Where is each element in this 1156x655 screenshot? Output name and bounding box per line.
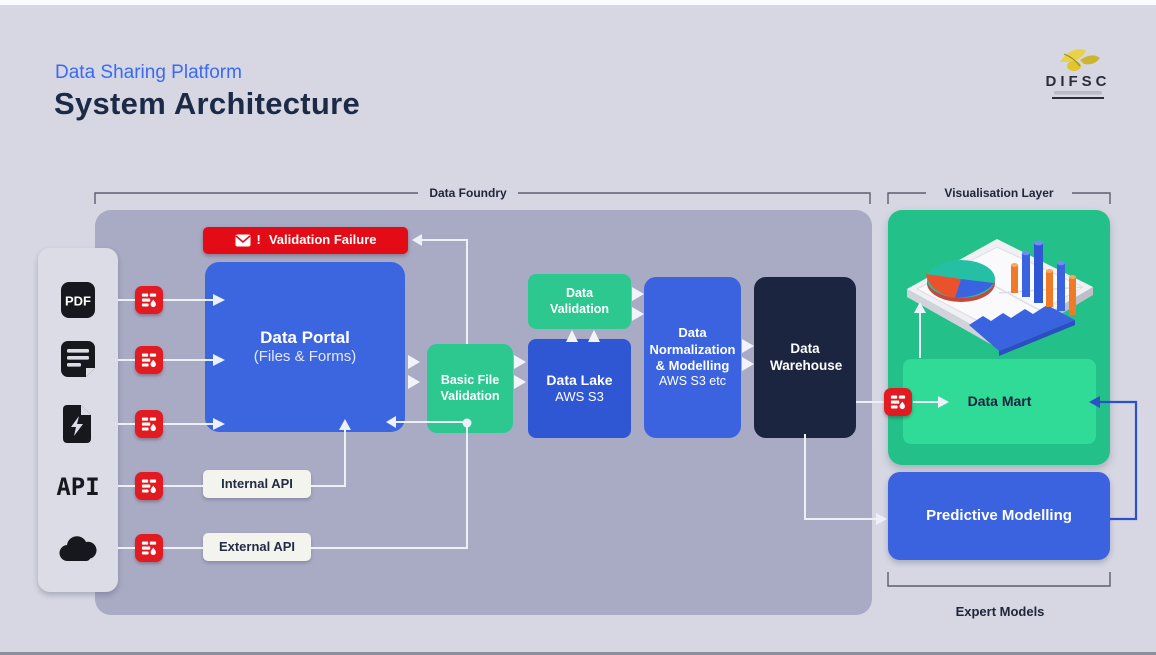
data-cleansing-icon bbox=[135, 472, 163, 500]
data-portal-label: Data Portal bbox=[260, 328, 350, 347]
predictive-modelling-node: Predictive Modelling bbox=[888, 472, 1110, 560]
logo-text: DIFSC bbox=[1046, 73, 1111, 90]
external-api-node: External API bbox=[203, 533, 311, 561]
area-chart-graphic bbox=[969, 305, 1075, 356]
expert-models-label: Expert Models bbox=[955, 604, 1045, 619]
pdf-file-icon: PDF bbox=[56, 278, 100, 322]
data-normalization-label: Data Normalization & Modelling bbox=[649, 325, 736, 373]
data-cleansing-icon bbox=[884, 388, 912, 416]
predictive-modelling-label: Predictive Modelling bbox=[926, 506, 1072, 524]
internal-api-node: Internal API bbox=[203, 470, 311, 498]
data-validation-label: Data Validation bbox=[549, 285, 610, 316]
basic-file-validation-label: Basic File Validation bbox=[440, 372, 500, 403]
text-document-icon bbox=[56, 338, 100, 382]
pie-chart-graphic bbox=[926, 260, 995, 302]
data-cleansing-icon bbox=[135, 346, 163, 374]
dashboard-illustration bbox=[895, 215, 1103, 365]
cloud-icon bbox=[56, 527, 100, 571]
top-strip bbox=[0, 0, 1156, 5]
data-lake-node: Data Lake AWS S3 bbox=[528, 339, 631, 438]
data-normalization-sublabel: AWS S3 etc bbox=[659, 374, 726, 389]
basic-file-validation-node: Basic File Validation bbox=[427, 344, 513, 433]
data-lake-label: Data Lake bbox=[546, 371, 613, 388]
bar-chart-graphic bbox=[1011, 240, 1076, 315]
slide-subtitle: Data Sharing Platform bbox=[55, 62, 242, 83]
alert-exclamation: ! bbox=[256, 232, 261, 248]
data-mart-node: Data Mart bbox=[903, 359, 1096, 444]
code-file-icon bbox=[56, 402, 100, 446]
data-portal-node: Data Portal (Files & Forms) bbox=[205, 262, 405, 432]
validation-failure-banner: ! Validation Failure bbox=[203, 227, 408, 254]
lemon-branch-icon bbox=[1060, 49, 1100, 71]
mail-alert-icon bbox=[234, 234, 251, 246]
data-portal-sublabel: (Files & Forms) bbox=[253, 348, 357, 366]
page-title: System Architecture bbox=[54, 86, 361, 121]
data-cleansing-icon bbox=[135, 534, 163, 562]
data-foundry-label: Data Foundry bbox=[429, 186, 507, 200]
api-icon: API bbox=[56, 464, 100, 508]
data-normalization-node: Data Normalization & Modelling AWS S3 et… bbox=[644, 277, 741, 438]
svg-text:PDF: PDF bbox=[65, 294, 91, 309]
svg-text:API: API bbox=[56, 473, 99, 501]
data-lake-sublabel: AWS S3 bbox=[555, 389, 604, 405]
visualisation-layer-label: Visualisation Layer bbox=[944, 186, 1054, 200]
external-api-label: External API bbox=[218, 538, 296, 554]
data-validation-node: Data Validation bbox=[528, 274, 631, 329]
data-cleansing-icon bbox=[135, 286, 163, 314]
data-mart-label: Data Mart bbox=[967, 392, 1032, 409]
data-warehouse-label: Data Warehouse bbox=[770, 340, 843, 373]
validation-failure-label: Validation Failure bbox=[268, 232, 377, 248]
bottom-strip bbox=[0, 652, 1156, 655]
internal-api-label: Internal API bbox=[221, 475, 293, 491]
data-warehouse-node: Data Warehouse bbox=[754, 277, 856, 438]
difsc-logo: DIFSC bbox=[1030, 44, 1126, 108]
data-cleansing-icon bbox=[135, 410, 163, 438]
